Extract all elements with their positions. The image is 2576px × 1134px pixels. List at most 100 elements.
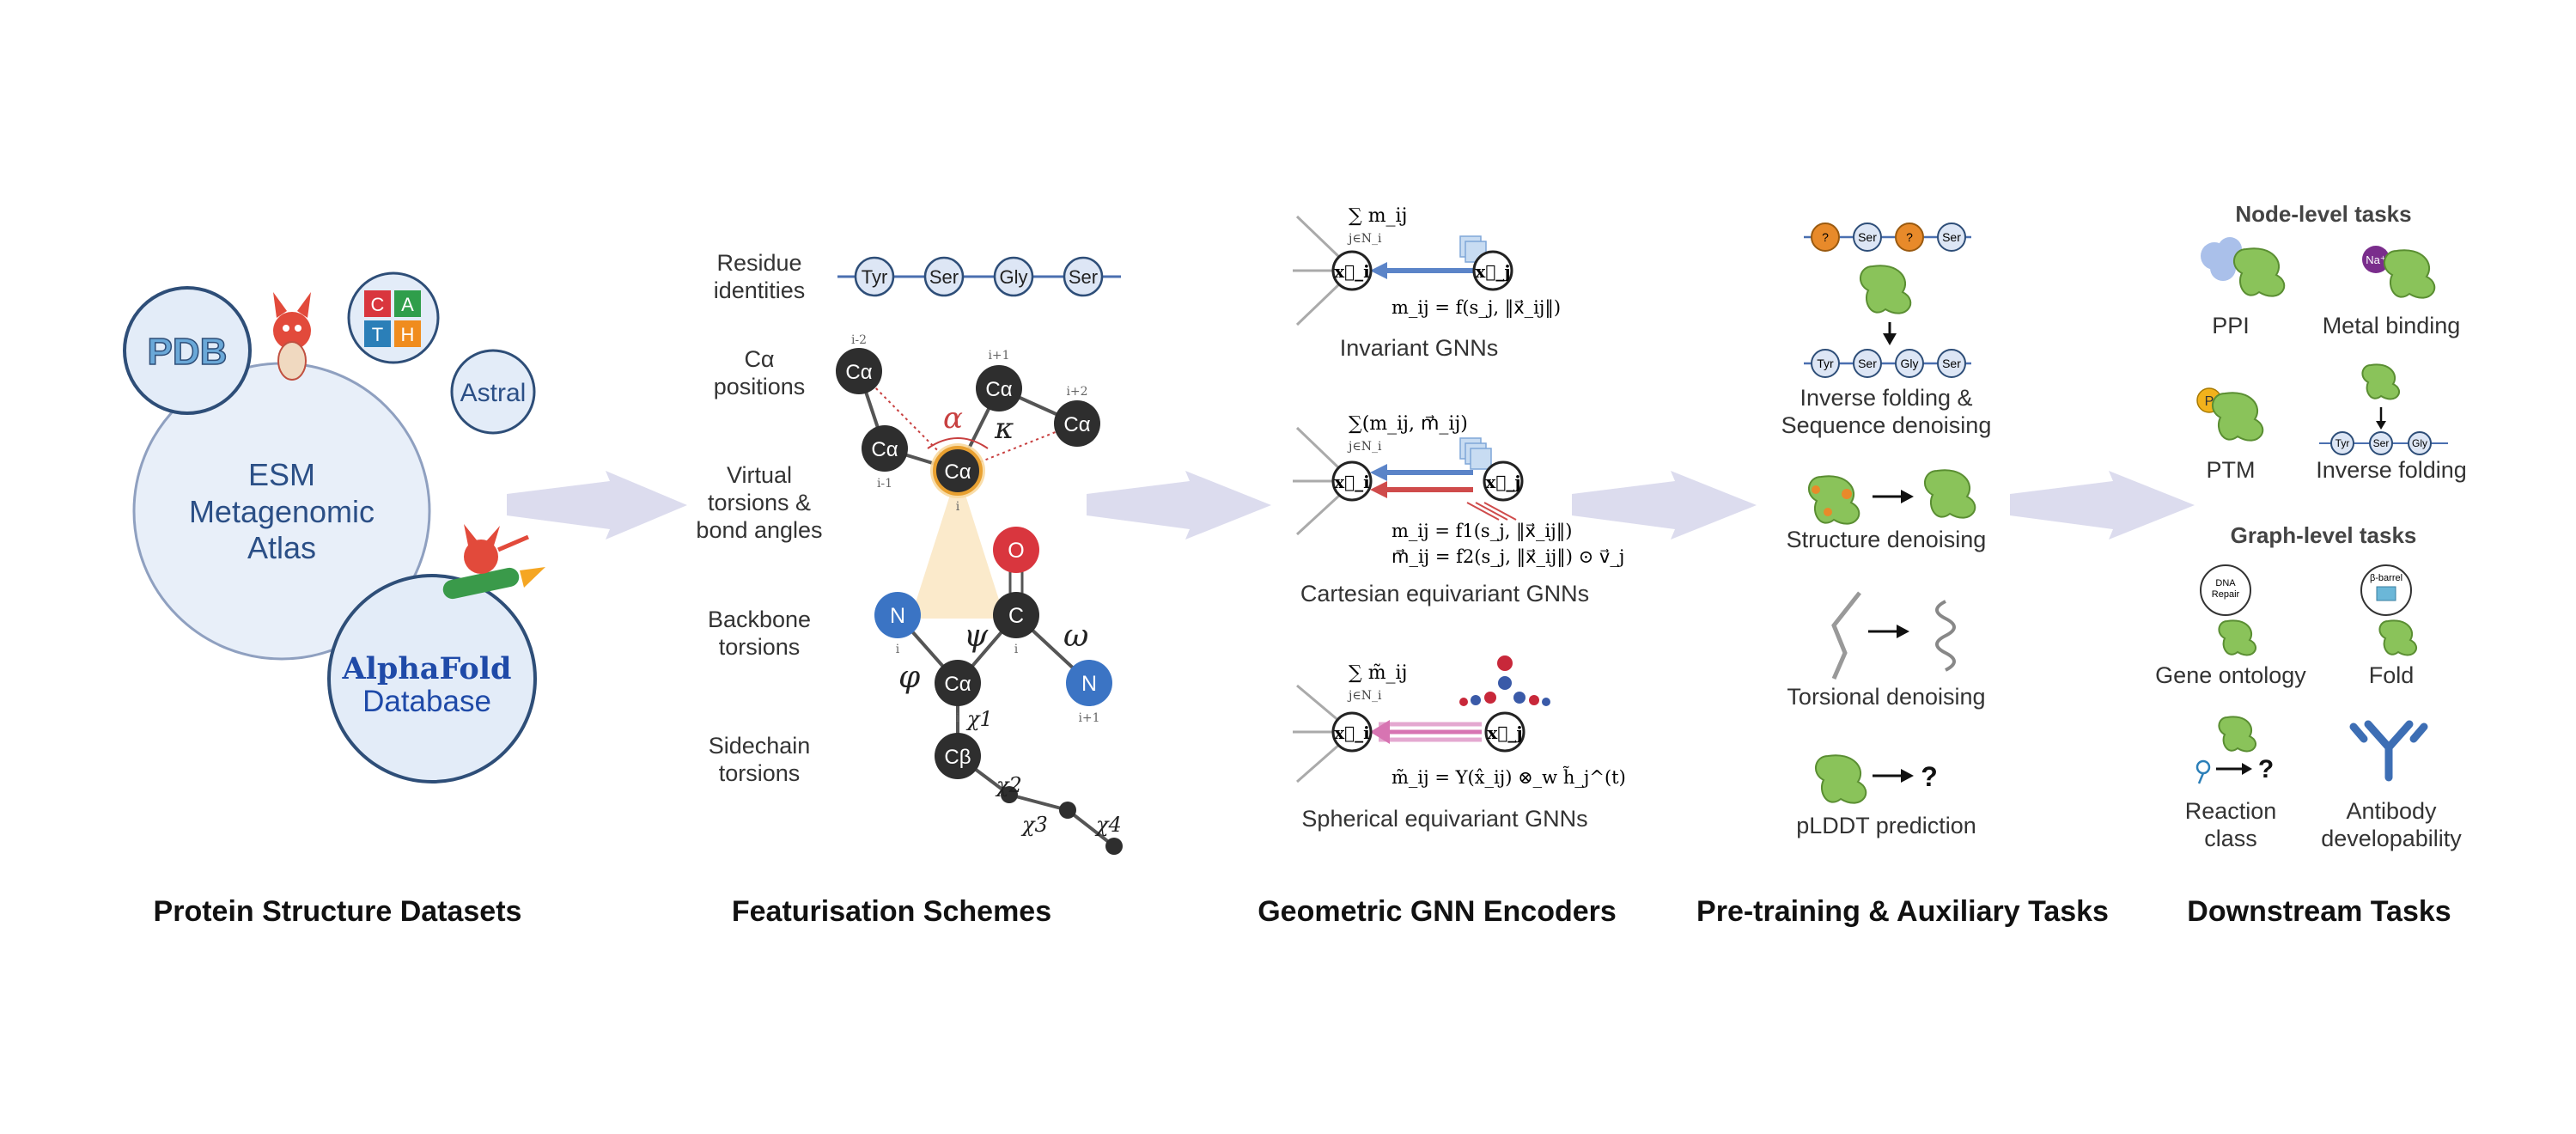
label-residue-2: identities	[714, 277, 806, 303]
dna-badge-line-2: Repair	[2212, 589, 2240, 600]
label-backbone-1: Backbone	[708, 607, 811, 632]
atom-n-2	[1066, 660, 1112, 706]
sidechain-atom-3	[1105, 838, 1123, 855]
ca-atom-3-label: Cα	[944, 460, 971, 484]
ca-atom-4-label: Cα	[985, 378, 1012, 401]
structure-denoising-label: Structure denoising	[1787, 527, 1987, 552]
spherical-node-j	[1484, 711, 1526, 753]
datasets-panel: ESM Metagenomic Atlas PDB C A T H Astral…	[123, 271, 545, 928]
invariant-sum-sub: j∈N_i	[1347, 232, 1382, 246]
cath-t-tile	[364, 320, 391, 347]
cartesian-node-j	[1483, 460, 1524, 502]
reaction-label-1: Reaction	[2185, 798, 2277, 824]
stage-title-datasets: Protein Structure Datasets	[154, 895, 522, 928]
atom-c	[993, 592, 1039, 638]
gene-protein-icon	[2218, 619, 2256, 656]
angle-chi2: χ2	[995, 773, 1022, 797]
ptm-protein-icon	[2212, 392, 2264, 442]
masked-seq-4: Ser	[1942, 230, 1961, 244]
label-virtual-2: torsions &	[708, 490, 811, 515]
flow-arrow-3	[1572, 471, 1757, 540]
encoders-panel: x⃗_i x⃗_j ∑ m_ij j∈N_i m_ij = f(s_j, ‖x⃗…	[1258, 205, 1626, 928]
fold-protein-icon	[2378, 619, 2417, 656]
ptm-label: PTM	[2207, 457, 2256, 483]
residue-gly: Gly	[1000, 266, 1028, 288]
masked-residue-4	[1937, 223, 1966, 252]
atom-ca-backbone	[935, 660, 981, 706]
decoded-residue-4	[1937, 349, 1966, 378]
invariant-node-i	[1331, 250, 1373, 291]
spherical-node-i-label: x⃗_i	[1334, 722, 1370, 743]
label-sidechain-1: Sidechain	[709, 733, 811, 759]
inverse-folding-label-1: Inverse folding &	[1800, 385, 1972, 411]
inverse-protein-icon	[2361, 363, 2400, 400]
metal-protein-icon	[2384, 249, 2436, 299]
ca-index-1: i-2	[851, 333, 867, 347]
stage-title-pretraining: Pre-training & Auxiliary Tasks	[1696, 895, 2109, 928]
label-virtual-3: bond angles	[696, 517, 822, 543]
dna-repair-badge	[2200, 564, 2251, 616]
angle-alpha: α	[943, 401, 963, 436]
invariant-formula: m_ij = f(s_j, ‖x⃗_ij‖)	[1392, 297, 1561, 319]
cartesian-node-j-label: x⃗_j	[1485, 472, 1520, 492]
atom-ca-index: i	[956, 711, 960, 725]
invariant-node-i-label: x⃗_i	[1334, 261, 1370, 282]
atom-c-label: C	[1008, 604, 1024, 628]
cartesian-sum-sub: j∈N_i	[1347, 440, 1382, 454]
angle-psi: ψ	[964, 619, 989, 654]
angle-chi3: χ3	[1020, 813, 1048, 837]
atom-cb-label: Cβ	[944, 746, 971, 769]
spherical-node-i	[1331, 711, 1373, 753]
sidechain-atom-1	[1001, 786, 1018, 803]
alphafold-label-1: AlphaFold	[341, 651, 511, 686]
clean-protein-blob	[1924, 469, 1976, 519]
rocket-mascot-icon	[442, 524, 545, 600]
alphafold-circle	[327, 574, 537, 783]
mascot-icon	[273, 292, 311, 381]
plddt-question: ?	[1921, 761, 1938, 792]
gene-ontology-label: Gene ontology	[2155, 662, 2306, 688]
alphafold-label-2: Database	[362, 685, 491, 718]
flow-arrow-1	[507, 471, 687, 540]
ppi-icon	[2201, 237, 2286, 297]
cartesian-gnn: x⃗_i x⃗_j ∑(m_ij, m⃗_ij) j∈N_i m_ij = f1…	[1293, 413, 1624, 607]
masked-residue-1	[1811, 223, 1840, 252]
invariant-node-j-label: x⃗_j	[1475, 261, 1510, 282]
ca-atom-5	[1054, 400, 1100, 447]
barrel-badge-label: β-barrel	[2370, 573, 2402, 583]
atom-n-1-index: i	[896, 643, 900, 656]
atom-c-index: i	[1014, 643, 1019, 656]
atom-cb	[935, 733, 981, 779]
label-backbone-2: torsions	[719, 634, 801, 660]
flow-arrow-4	[2010, 471, 2195, 540]
angle-chi1: χ1	[965, 707, 993, 731]
torsion-after-icon	[1935, 600, 1956, 672]
angle-omega: ω	[1063, 619, 1088, 654]
invariant-label: Invariant GNNs	[1340, 335, 1499, 361]
invariant-node-j	[1472, 250, 1513, 291]
atom-n-2-index: i+1	[1078, 711, 1099, 725]
ca-atom-1	[836, 348, 882, 394]
spherical-formula: m̃_ij = Y(x̂_ij) ⊗_w h̃_j^(t)	[1392, 766, 1626, 788]
masked-residue-2	[1853, 223, 1882, 252]
atom-ca-backbone-label: Cα	[944, 673, 971, 696]
atom-n-2-label: N	[1081, 672, 1097, 696]
ca-atom-1-label: Cα	[845, 361, 872, 384]
decoded-residue-1	[1811, 349, 1840, 378]
esm-label-3: Atlas	[247, 530, 316, 565]
backbone-atoms: N Cα C O N Cβ i i i i+1 ψ φ ω χ1 χ2 χ3 χ…	[874, 527, 1123, 855]
cath-a-tile	[394, 290, 421, 317]
cath-c: C	[371, 294, 385, 315]
atom-n-1-label: N	[890, 604, 905, 628]
plddt-protein-blob	[1815, 754, 1867, 804]
atom-n-1	[874, 592, 921, 638]
noisy-protein-blob	[1808, 475, 1860, 525]
downstream-panel: Node-level tasks PPI Na⁺ Metal binding P…	[2155, 201, 2467, 928]
ca-index-4: i+1	[988, 349, 1009, 363]
spherical-label: Spherical equivariant GNNs	[1301, 806, 1587, 832]
pdb-circle	[123, 286, 252, 415]
antibody-icon	[2349, 720, 2428, 782]
plddt-label: pLDDT prediction	[1796, 813, 1976, 838]
atom-o-label: O	[1008, 539, 1024, 563]
